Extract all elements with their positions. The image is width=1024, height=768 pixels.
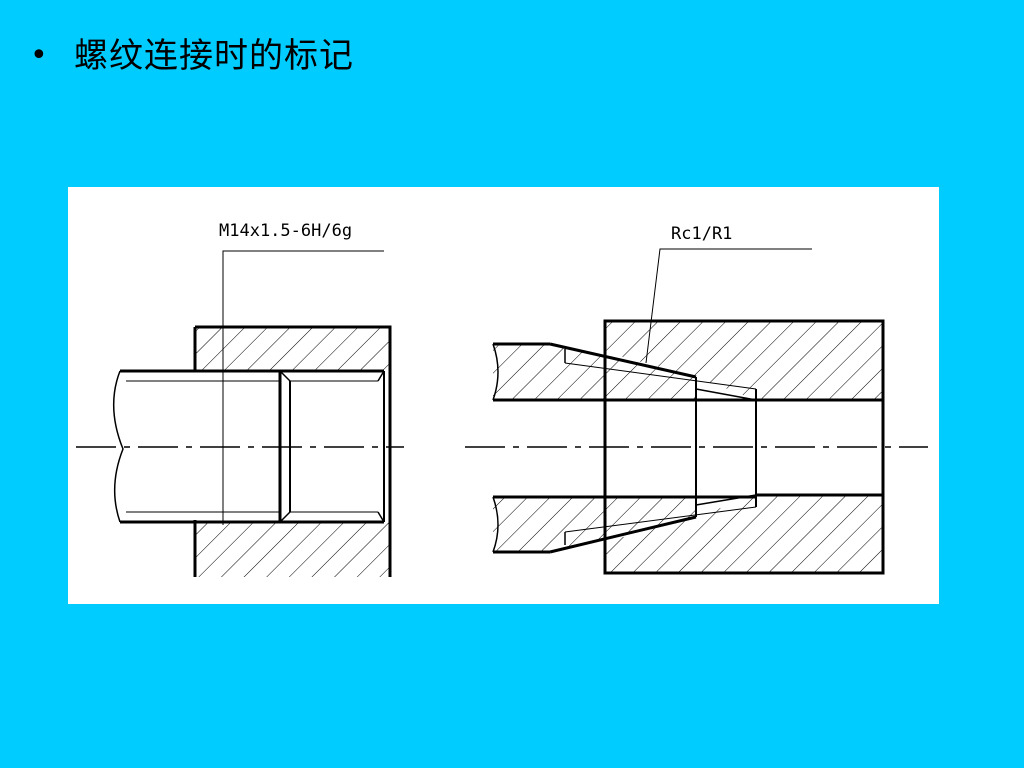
taper-bottom <box>695 494 757 506</box>
chamfer-bl <box>279 511 291 523</box>
chamfer-tl <box>279 370 291 382</box>
chamfer-br <box>377 511 385 523</box>
bullet-point: • <box>30 38 48 73</box>
chamfer-tr <box>377 370 385 382</box>
pipe-break-bottom <box>492 496 499 553</box>
pipe-bottom-taper <box>549 515 697 554</box>
thread-drawing: M14x1.5-6H/6g <box>76 221 928 577</box>
left-connection: M14x1.5-6H/6g <box>76 221 404 577</box>
right-thread-callout: Rc1/R1 <box>671 224 732 244</box>
slide-title: 螺纹连接时的标记 <box>74 36 354 76</box>
drawing-panel: M14x1.5-6H/6g <box>68 187 939 604</box>
left-nut-outline <box>195 325 392 577</box>
left-leader-line <box>222 250 384 525</box>
left-top-hatch <box>195 327 390 371</box>
left-bottom-hatch <box>195 522 390 577</box>
taper-top <box>695 388 757 401</box>
title-row: • 螺纹连接时的标记 <box>30 32 354 80</box>
right-leader-line <box>645 248 812 364</box>
fitting-top-hatch <box>605 321 883 400</box>
pipe-top-taper <box>549 342 697 379</box>
pipe-break-top <box>492 343 499 401</box>
fitting-bottom-hatch <box>605 495 883 573</box>
left-bolt-break <box>113 370 124 523</box>
pipe-bottom-hatch <box>493 497 696 552</box>
thread-root-top <box>564 362 757 390</box>
left-thread-callout: M14x1.5-6H/6g <box>219 221 352 241</box>
right-connection: Rc1/R1 <box>465 224 928 575</box>
pipe-top-hatch <box>493 344 696 400</box>
thread-root-bottom <box>564 506 757 533</box>
